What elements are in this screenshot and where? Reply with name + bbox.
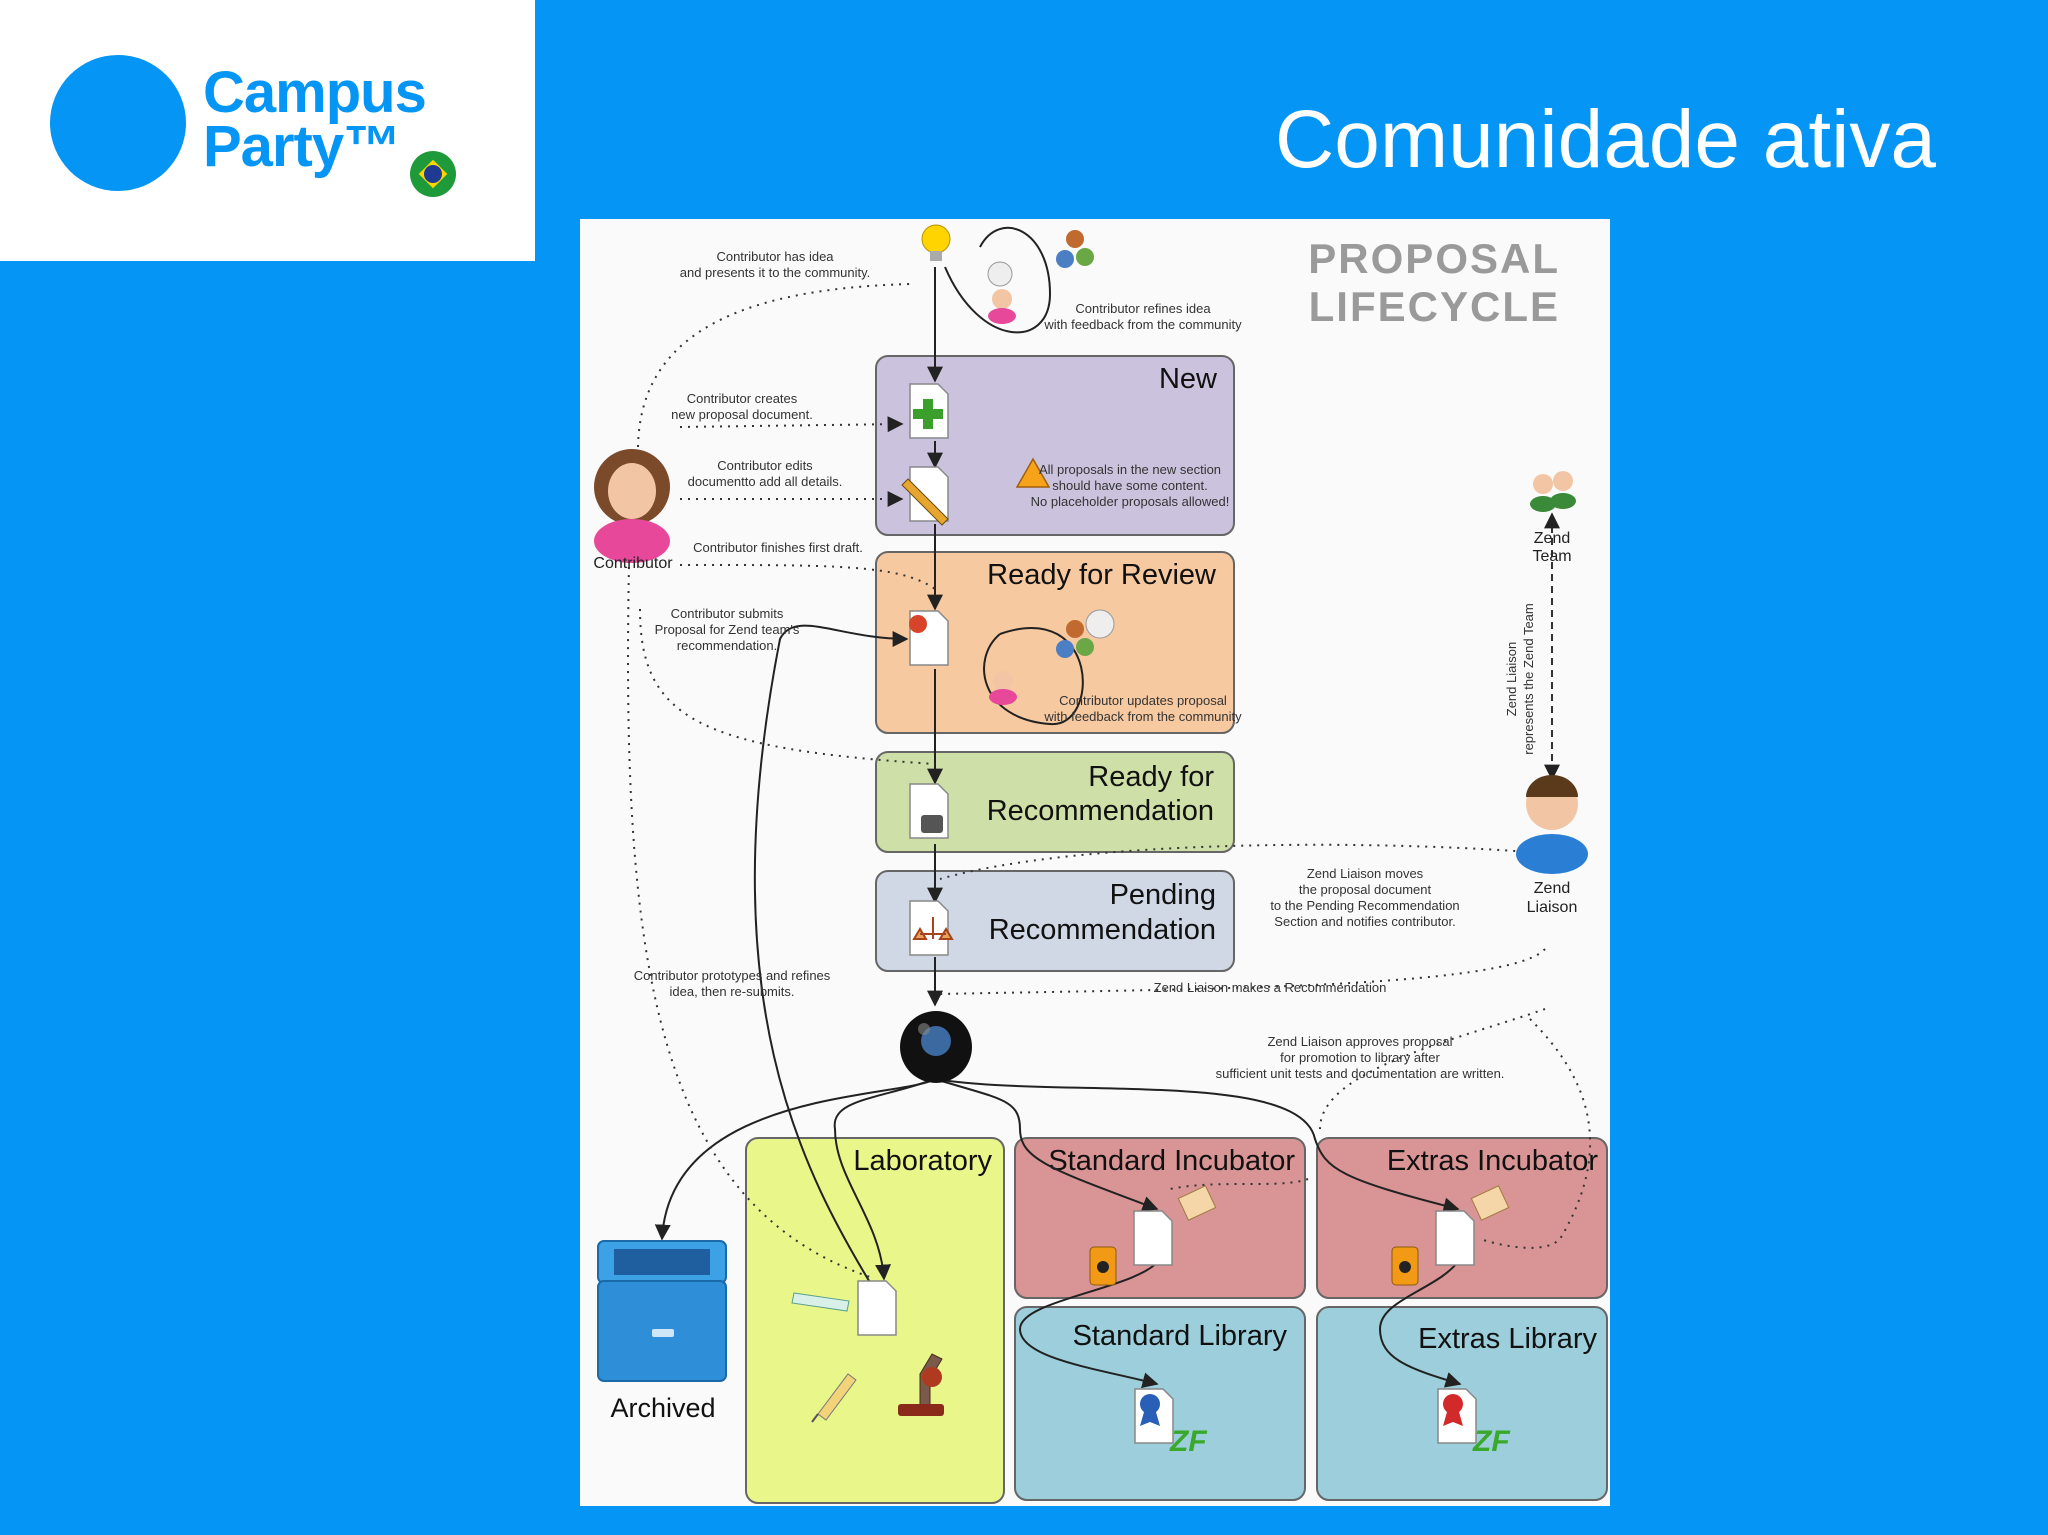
note-updates-2: with feedback from the community bbox=[1043, 709, 1242, 724]
stage-ready-rec-box bbox=[875, 751, 1235, 853]
note-approves-1: Zend Liaison approves proposal bbox=[1267, 1034, 1452, 1049]
stage-new-label: New bbox=[1159, 363, 1218, 395]
test-tube-icon bbox=[791, 1292, 850, 1312]
add-document-icon bbox=[913, 399, 943, 429]
community-update-icon bbox=[989, 609, 1115, 705]
extras-library-zf-logo: ZF bbox=[1472, 1425, 1510, 1458]
logo-wordmark: Campus Party™ bbox=[203, 60, 427, 179]
note-moves-3: to the Pending Recommendation bbox=[1270, 898, 1459, 913]
stage-pending-label-2: Recommendation bbox=[989, 914, 1216, 946]
note-creates-2: new proposal document. bbox=[671, 407, 813, 422]
note-prototypes-2: idea, then re-submits. bbox=[669, 984, 794, 999]
note-finishes: Contributor finishes first draft. bbox=[693, 540, 863, 555]
magic-8-ball-icon bbox=[900, 1011, 972, 1083]
note-updates-1: Contributor updates proposal bbox=[1059, 693, 1227, 708]
stage-pending-label-1: Pending bbox=[1110, 879, 1216, 911]
extras-incubator-bug-icon bbox=[1391, 1246, 1419, 1286]
stage-new-box bbox=[875, 355, 1235, 536]
stage-extras-incubator-label: Extras Incubator bbox=[1387, 1145, 1598, 1177]
slide-title: Comunidade ativa bbox=[1275, 94, 1936, 185]
extras-library-ribbon-icon bbox=[1443, 1394, 1463, 1426]
note-warning-1: All proposals in the new section bbox=[1039, 462, 1221, 477]
std-incubator-bug-icon bbox=[1089, 1246, 1117, 1286]
proposal-lifecycle-diagram: PROPOSAL LIFECYCLE New Ready for Review … bbox=[580, 219, 1610, 1506]
note-approves-3: sufficient unit tests and documentation … bbox=[1216, 1066, 1505, 1081]
zend-team-label-1: Zend bbox=[1534, 530, 1570, 547]
note-moves-4: Section and notifies contributor. bbox=[1274, 914, 1455, 929]
pencil-icon bbox=[901, 478, 949, 526]
stage-ready-rec-label-2: Recommendation bbox=[987, 795, 1214, 827]
note-moves-2: the proposal document bbox=[1299, 882, 1432, 897]
stage-extras-library-label: Extras Library bbox=[1418, 1323, 1597, 1355]
stage-ready-review-label: Ready for Review bbox=[987, 559, 1217, 591]
zend-team-icon bbox=[1530, 471, 1576, 512]
zend-liaison-label-2: Liaison bbox=[1527, 899, 1578, 916]
review-stamp-icon bbox=[909, 615, 927, 633]
extras-incubator-edit-icon bbox=[1470, 1185, 1510, 1221]
zend-team-label-2: Team bbox=[1532, 548, 1571, 565]
archived-label: Archived bbox=[610, 1393, 715, 1423]
warning-icon bbox=[1015, 457, 1051, 488]
note-has-idea-1: Contributor has idea bbox=[716, 249, 834, 264]
diagram-title-line-1: PROPOSAL bbox=[1308, 235, 1560, 282]
scales-icon bbox=[912, 917, 954, 940]
lightbulb-icon bbox=[921, 224, 951, 261]
note-edits-1: Contributor edits bbox=[717, 458, 813, 473]
note-submits-1: Contributor submits bbox=[671, 606, 784, 621]
std-library-ribbon-icon bbox=[1140, 1394, 1160, 1426]
logo-circle-icon bbox=[50, 55, 186, 191]
logo-line-2: Party™ bbox=[203, 114, 401, 179]
note-moves-1: Zend Liaison moves bbox=[1307, 866, 1424, 881]
std-library-zf-logo: ZF bbox=[1169, 1425, 1207, 1458]
stage-std-incubator-label: Standard Incubator bbox=[1048, 1145, 1295, 1177]
stage-pending-box bbox=[875, 870, 1235, 972]
note-liaison-rep-1: Zend Liaison bbox=[1504, 642, 1519, 716]
stage-ready-review-box bbox=[875, 551, 1235, 734]
contributor-label: Contributor bbox=[593, 555, 673, 572]
note-edits-2: documentto add all details. bbox=[688, 474, 843, 489]
contributor-avatar-icon bbox=[594, 449, 670, 563]
stage-ready-rec-label-1: Ready for bbox=[1088, 761, 1214, 793]
note-makes-rec: Zend Liaison makes a Recommendation bbox=[1154, 980, 1387, 995]
note-submits-2: Proposal for Zend team's bbox=[655, 622, 800, 637]
note-warning-3: No placeholder proposals allowed! bbox=[1031, 494, 1230, 509]
note-creates-1: Contributor creates bbox=[687, 391, 798, 406]
note-refines-1: Contributor refines idea bbox=[1075, 301, 1211, 316]
logo-panel: Campus Party™ bbox=[0, 0, 535, 261]
stage-laboratory-label: Laboratory bbox=[853, 1145, 992, 1177]
diagram-title-line-2: LIFECYCLE bbox=[1309, 283, 1560, 330]
note-warning-2: should have some content. bbox=[1052, 478, 1207, 493]
std-incubator-edit-icon bbox=[1177, 1185, 1217, 1221]
lock-icon bbox=[921, 815, 943, 833]
microscope-icon bbox=[898, 1353, 944, 1416]
note-refines-2: with feedback from the community bbox=[1043, 317, 1242, 332]
syringe-icon bbox=[811, 1373, 857, 1423]
note-prototypes-1: Contributor prototypes and refines bbox=[634, 968, 831, 983]
note-approves-2: for promotion to library after bbox=[1280, 1050, 1440, 1065]
zend-liaison-label-1: Zend bbox=[1534, 880, 1570, 897]
logo-line-1: Campus bbox=[203, 60, 427, 125]
note-has-idea-2: and presents it to the community. bbox=[680, 265, 871, 280]
stage-std-library-label: Standard Library bbox=[1073, 1320, 1288, 1352]
community-refine-icon bbox=[987, 230, 1094, 324]
zend-liaison-icon bbox=[1516, 775, 1588, 874]
note-liaison-rep-2: represents the Zend Team bbox=[1521, 603, 1536, 755]
archive-cabinet-icon bbox=[597, 1240, 727, 1382]
note-submits-3: recommendation. bbox=[677, 638, 777, 653]
brazil-flag-icon bbox=[410, 151, 456, 197]
